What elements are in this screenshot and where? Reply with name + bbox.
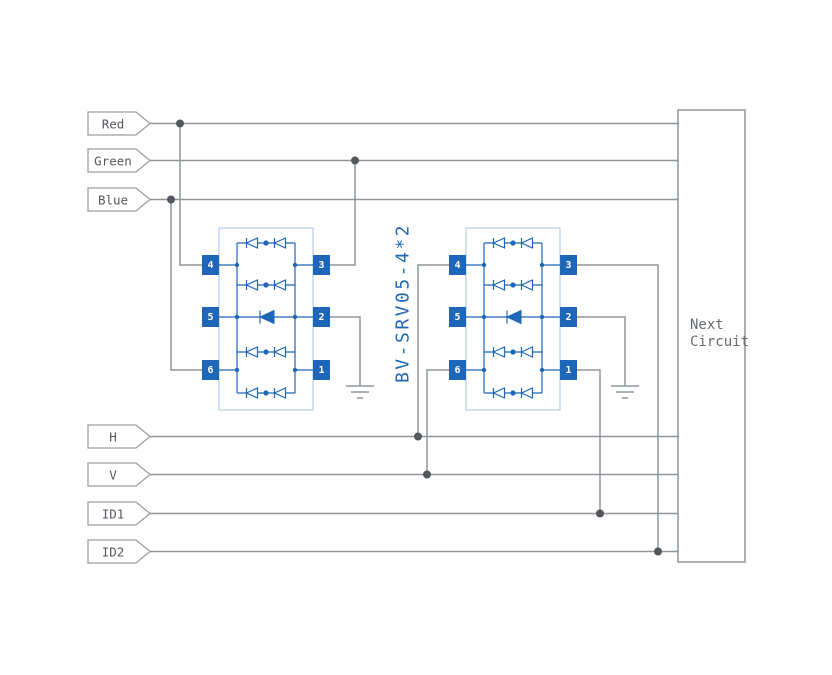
pin-stubs [466,264,560,371]
branch-chip1-pin2-to-ground [330,316,361,386]
junction-dot-id1 [596,509,604,518]
diode-pair-row [484,279,542,291]
branch-chip2-pin2-to-ground [577,316,626,386]
ground-icon [611,385,639,399]
diode-icon [245,237,259,249]
signal-tags: Red Green Blue H V ID1 ID2 [87,111,152,564]
pin-number: 5 [207,312,213,323]
diode-icon [273,387,287,399]
diode-icon [492,346,506,358]
diode-pair-row [237,346,295,358]
signal-label: V [109,468,117,483]
signal-tag-h: H [87,424,152,449]
signal-tag-blue: Blue [87,187,152,212]
pin-4: 4 [202,255,219,275]
signal-tag-green: Green [87,148,152,173]
branch-id2-to-chip2-pin3 [577,264,659,552]
pin-2: 2 [560,307,577,327]
diode-icon [520,237,534,249]
pin-number: 1 [565,365,571,376]
branch-green-to-chip1-pin3 [330,160,356,266]
junction-dot-h [414,432,422,441]
pin-3: 3 [313,255,330,275]
pin-number: 2 [318,312,324,323]
pin-number: 6 [454,365,460,376]
signal-tag-id2: ID2 [87,539,152,564]
signal-tag-id1: ID1 [87,501,152,526]
branch-blue-to-chip1-pin6 [170,199,202,371]
pin-4: 4 [449,255,466,275]
pin-number: 4 [454,260,460,271]
pin-1: 1 [560,360,577,380]
pin-number: 4 [207,260,213,271]
diode-icon [520,387,534,399]
pin-1: 1 [313,360,330,380]
ground-icon [346,385,374,399]
signal-tag-v: V [87,462,152,487]
pin-6: 6 [202,360,219,380]
diode-icon [492,279,506,291]
pin-5: 5 [449,307,466,327]
diode-icon [492,387,506,399]
part-number-label: BV-SRV05-4*2 [393,223,414,383]
diode-icon [492,237,506,249]
pin-stubs [219,264,313,371]
pin-number: 3 [565,260,571,271]
pin-3: 3 [560,255,577,275]
pin-6: 6 [449,360,466,380]
signal-label: ID2 [102,545,125,560]
junction-dot-red [176,119,184,128]
branch-v-to-chip2-pin6 [426,369,449,475]
diode-pair-row [237,237,295,249]
signal-label: Green [94,154,132,169]
wiring [150,119,678,556]
diode-pair-row [237,387,295,399]
diode-pair-row [484,346,542,358]
diode-pair-row [484,387,542,399]
tvs-diode-icon [505,309,522,325]
next-circuit-label-line2: Circuit [690,334,749,350]
tvs-diode-row [219,309,313,325]
next-circuit-label-line1: Next [690,317,724,333]
junction-dot-blue [167,195,175,204]
signal-label: Blue [98,193,128,208]
branch-h-to-chip2-pin4 [417,264,449,437]
branch-red-to-chip1-pin4 [179,123,202,266]
pin-2: 2 [313,307,330,327]
tvs-diode-icon [258,309,275,325]
diode-icon [273,237,287,249]
diode-icon [245,279,259,291]
pin-number: 2 [565,312,571,323]
signal-label: H [109,430,117,445]
diode-icon [245,346,259,358]
chip-1: 4 5 6 3 2 1 [202,227,330,411]
pin-number: 5 [454,312,460,323]
pin-number: 6 [207,365,213,376]
diode-icon [520,279,534,291]
pin-5: 5 [202,307,219,327]
diode-pair-row [484,237,542,249]
signal-label: ID1 [102,507,125,522]
junction-dot-green [351,156,359,165]
next-circuit-box [677,109,746,563]
tvs-diode-row [466,309,560,325]
diode-pair-row [237,279,295,291]
junction-dot-v [423,470,431,479]
junction-dot-id2 [654,547,662,556]
diode-icon [245,387,259,399]
signal-tag-red: Red [87,111,152,136]
diode-icon [273,279,287,291]
pin-number: 1 [318,365,324,376]
diode-icon [273,346,287,358]
signal-label: Red [102,117,125,132]
next-circuit-block: Next Circuit [677,109,749,563]
branch-id1-to-chip2-pin1 [577,369,601,514]
diode-icon [520,346,534,358]
pin-number: 3 [318,260,324,271]
chip-2: 4 5 6 3 2 1 [449,227,577,411]
